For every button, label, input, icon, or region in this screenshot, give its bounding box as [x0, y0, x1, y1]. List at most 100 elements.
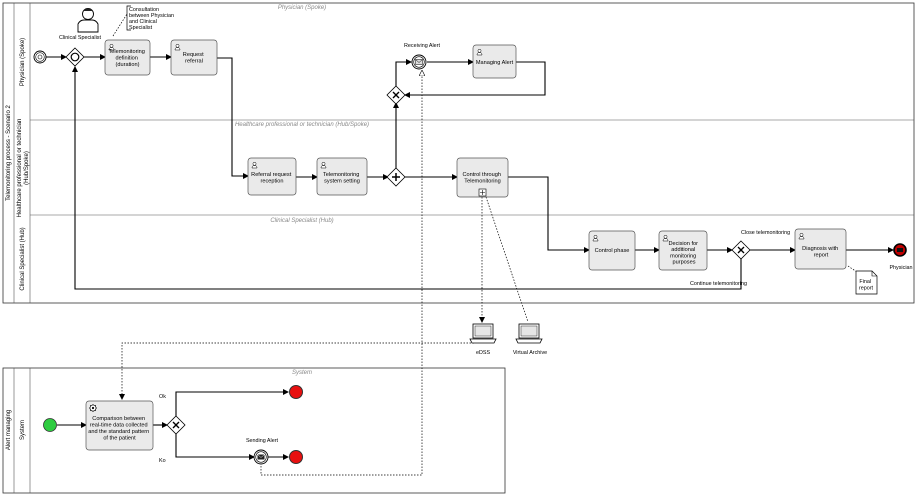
task-label: Managing Alert — [476, 60, 514, 66]
task-label: Referral request — [251, 172, 292, 178]
annotation-line: and Clinical — [129, 19, 157, 25]
task-label: Control phase — [595, 248, 630, 254]
svg-text:Comparison between real-: Comparison between real-time data collec… — [88, 416, 151, 442]
svg-text:Decision for additional: Decision for additional monitoring purpo… — [668, 241, 699, 266]
close-telemonitoring-label: Close telemonitoring — [741, 230, 790, 236]
task-referral-request-reception[interactable]: Referral request reception — [247, 157, 297, 196]
task-label: referral — [185, 59, 203, 65]
sequence-flows — [46, 54, 894, 460]
clinical-specialist-actor: Clinical Specialist — [59, 8, 101, 41]
task-label: report — [814, 253, 829, 259]
task-label: of the patient — [103, 436, 136, 442]
svg-text:Control through Telemoni: Control through Telemonitoring — [462, 172, 502, 185]
ok-label: Ok — [159, 394, 166, 400]
edss-label: eDSS — [476, 350, 490, 356]
task-label: Telemonitoring — [109, 49, 145, 55]
continue-telemonitoring-label: Continue telemonitoring — [690, 281, 747, 287]
user-icon — [108, 43, 115, 51]
annotation-line: between Physician — [129, 13, 174, 19]
user-icon — [320, 161, 327, 169]
task-label: definition — [116, 56, 138, 62]
gateway-start-merge[interactable] — [65, 47, 85, 67]
end-event-ko[interactable] — [289, 450, 303, 464]
svg-text:Consultation between Phy: Consultation between Physician and Clini… — [129, 7, 175, 31]
task-managing-alert[interactable]: Managing Alert — [472, 44, 517, 79]
alert-pool-title: Alert managing — [6, 410, 12, 450]
svg-text:Healthcare professional or tec: Healthcare professional or technician — [17, 119, 23, 218]
task-telemonitoring-system-setting[interactable]: Telemonitoring system setting — [316, 157, 368, 196]
envelope-filled-icon — [257, 454, 265, 460]
user-icon — [251, 161, 258, 169]
task-comparison[interactable]: Comparison between real-time data collec… — [85, 400, 154, 451]
svg-text:Final report: Final report — [859, 279, 874, 292]
task-label: Control through — [462, 172, 501, 178]
task-label: reception — [260, 179, 283, 185]
computer-icon — [515, 323, 543, 344]
task-request-referral[interactable]: Request referral — [170, 39, 218, 76]
user-icon — [592, 234, 599, 242]
virtual-archive-label: Virtual Archive — [513, 350, 547, 356]
lane-label-system: System — [20, 420, 26, 440]
lane-subtitle-healthcare: Healthcare professional or technician (H… — [235, 122, 369, 128]
task-label: real-time data collected — [90, 423, 148, 429]
gear-icon — [89, 404, 97, 412]
message-start-icon — [37, 54, 43, 60]
task-label: purposes — [672, 260, 695, 266]
gateway-exclusive-comparison[interactable] — [166, 415, 186, 435]
task-label: monitoring — [670, 253, 696, 259]
clinical-specialist-label: Clinical Specialist — [59, 35, 101, 41]
task-telemonitoring-definition[interactable]: Telemonitoring definition (duration) — [104, 39, 151, 76]
end-event-telemonitoring[interactable]: Physician — [889, 243, 913, 271]
user-icon — [476, 48, 483, 56]
lane-label-healthcare: Healthcare professional or technician (H… — [17, 119, 30, 218]
task-control-phase[interactable]: Control phase — [588, 230, 636, 271]
final-report-label: report — [859, 286, 874, 292]
consultation-annotation: Consultation between Physician and Clini… — [126, 5, 175, 31]
virtual-archive-system[interactable]: Virtual Archive — [513, 323, 547, 356]
lane-subtitle-clinical: Clinical Specialist (Hub) — [270, 218, 333, 224]
start-event-telemonitoring[interactable] — [33, 50, 47, 64]
message-end-icon — [897, 248, 903, 252]
task-label: Diagnosis with — [802, 246, 838, 252]
subprocess-expand-icon[interactable] — [478, 188, 487, 197]
user-icon — [174, 43, 181, 51]
task-control-through-telemonitoring[interactable]: Control through Telemonitoring — [456, 157, 509, 198]
task-label: Request — [183, 52, 204, 58]
annotation-line: Consultation — [129, 7, 159, 13]
end-event-ok[interactable] — [289, 385, 303, 399]
telemonitoring-pool: Telemonitoring process - Scenario 2 Phys… — [2, 2, 915, 304]
svg-text:Referral request recepti: Referral request reception — [251, 172, 293, 185]
sending-alert-event[interactable]: Sending Alert — [246, 438, 279, 465]
telemonitoring-pool-title: Telemonitoring process - Scenario 2 — [6, 104, 12, 200]
task-label: additional — [671, 247, 695, 253]
svg-text:(Hub/Spoke): (Hub/Spoke) — [24, 151, 30, 185]
task-label: (duration) — [116, 62, 140, 68]
start-event-system[interactable] — [43, 418, 57, 432]
gateway-parallel[interactable] — [386, 167, 406, 187]
task-label: Telemonitoring — [323, 172, 359, 178]
user-icon — [662, 234, 669, 242]
sending-alert-label: Sending Alert — [246, 438, 279, 444]
final-report-document[interactable]: Final report — [855, 270, 878, 295]
task-diagnosis-with-report[interactable]: Diagnosis with report — [794, 228, 847, 270]
task-decision-additional-monitoring[interactable]: Decision for additional monitoring purpo… — [658, 230, 708, 271]
lane-subtitle-physician: Physician (Spoke) — [278, 5, 326, 11]
svg-text:Telemonitoring system se: Telemonitoring system setting — [323, 172, 361, 185]
task-label: and the standard pattern — [88, 429, 149, 435]
task-label: Comparison between — [92, 416, 145, 422]
task-label: Decision for — [668, 241, 698, 247]
ko-label: Ko — [159, 458, 166, 464]
receiving-alert-label: Receiving Alert — [404, 43, 440, 49]
receiving-alert-event[interactable]: Receiving Alert — [404, 43, 440, 70]
lane-subtitle-system: System — [292, 370, 312, 376]
computer-icon — [469, 323, 497, 344]
final-report-label: Final — [859, 279, 871, 285]
svg-text:Request referral: Request referral — [183, 52, 205, 65]
gateway-exclusive-decision[interactable] — [731, 240, 751, 260]
gateway-exclusive-alert[interactable] — [386, 85, 406, 105]
svg-text:Telemonitoring definitio: Telemonitoring definition (duration) — [109, 49, 147, 68]
envelope-icon — [415, 59, 423, 65]
edss-system[interactable]: eDSS — [469, 323, 497, 356]
lane-label-clinical: Clinical Specialist (Hub) — [20, 227, 26, 290]
